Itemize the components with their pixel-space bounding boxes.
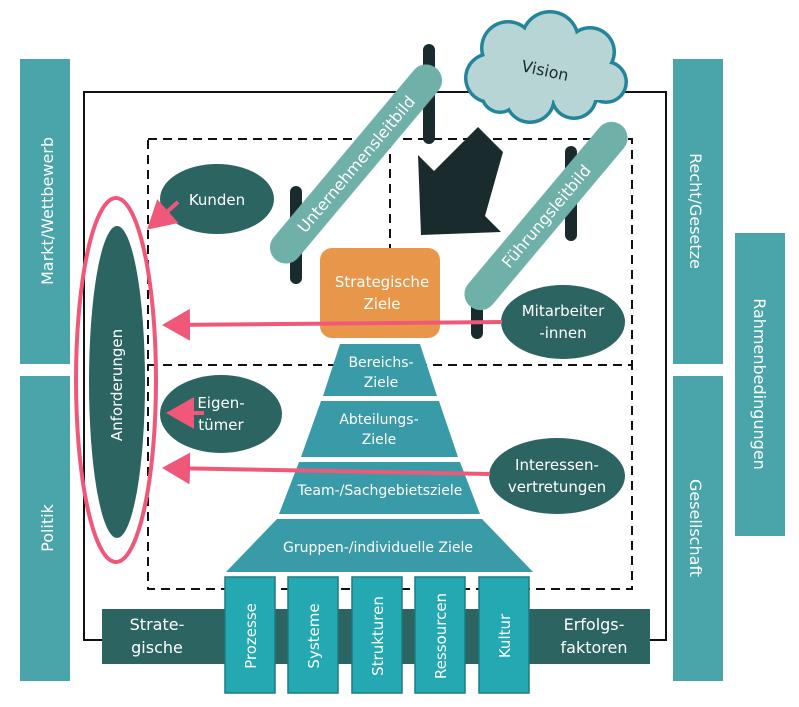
column-prozesse: Prozesse — [224, 576, 276, 694]
panel-gesellschaft: Gesellschaft — [673, 376, 723, 681]
panel-markt-label: Markt/Wettbewerb — [38, 137, 57, 285]
oval-mitarbeiter-line1: Mitarbeiter — [522, 302, 605, 320]
arrow-mitarbeiter — [162, 308, 503, 341]
panel-rahmen: Rahmenbedingungen — [735, 233, 785, 536]
pyramid-level-1-line1: Bereichs- — [348, 355, 413, 371]
bar-unternehmensleitbild-label: Unternehmensleitbild — [294, 92, 419, 236]
pyramid-level-4-label: Gruppen-/individuelle Ziele — [283, 540, 473, 556]
anforderungen-ring — [74, 196, 158, 564]
oval-eigentuemer-line1: Eigen- — [197, 394, 244, 412]
pyramid: Bereichs- Ziele Abteilungs- Ziele Team-/… — [226, 344, 533, 572]
panel-rahmen-label: Rahmenbedingungen — [750, 298, 769, 470]
anforderungen-oval: Anforderungen — [89, 226, 145, 538]
pyramid-level-4 — [226, 519, 533, 572]
bottom-left-line2: gische — [131, 638, 183, 657]
pyramid-level-2-line1: Abteilungs- — [339, 412, 418, 428]
pyramid-level-1-line2: Ziele — [364, 375, 399, 391]
panel-recht-label: Recht/Gesetze — [686, 153, 705, 269]
oval-kunden: Kunden — [160, 164, 274, 234]
column-ressourcen: Ressourcen — [414, 576, 466, 694]
bar-fuehrungsleitbild-label: Führungsleitbild — [498, 161, 595, 271]
panel-gesellschaft-label: Gesellschaft — [686, 479, 705, 577]
column-systeme: Systeme — [287, 576, 339, 694]
column-kultur: Kultur — [478, 576, 530, 694]
panel-politik-label: Politik — [38, 503, 57, 551]
column-ressourcen-label: Ressourcen — [432, 593, 450, 679]
column-strukturen: Strukturen — [351, 576, 403, 694]
oval-interessen-line1: Interessen- — [515, 456, 599, 474]
bottom-left-line1: Strate- — [130, 615, 185, 634]
vision-arrow — [418, 127, 503, 235]
strategic-goals-box: Strategische Ziele — [320, 248, 440, 338]
arrow-kunden — [147, 199, 180, 230]
oval-eigentuemer-line2: tümer — [198, 416, 244, 434]
strategic-goals-line1: Strategische — [335, 273, 429, 291]
pyramid-level-2-line2: Ziele — [362, 432, 397, 448]
bottom-right-line1: Erfolgs- — [564, 615, 625, 634]
oval-interessen: Interessen- vertretungen — [489, 438, 625, 514]
cloud-vision: Vision — [464, 10, 628, 124]
oval-mitarbeiter-line2: -innen — [539, 324, 586, 342]
panel-markt: Markt/Wettbewerb — [20, 59, 70, 364]
pyramid-level-3 — [279, 462, 480, 514]
column-kultur-label: Kultur — [496, 613, 514, 658]
bottom-columns: Prozesse Systeme Strukturen Ressourcen K… — [224, 576, 530, 694]
anforderungen-label: Anforderungen — [108, 329, 126, 441]
oval-eigentuemer: Eigen- tümer — [160, 375, 282, 453]
pyramid-level-1 — [323, 344, 437, 396]
column-prozesse-label: Prozesse — [242, 603, 260, 669]
oval-interessen-line2: vertretungen — [508, 478, 606, 496]
bottom-right-line2: faktoren — [561, 638, 628, 657]
panel-recht: Recht/Gesetze — [673, 59, 723, 364]
strategic-goals-line2: Ziele — [363, 295, 400, 313]
column-systeme-label: Systeme — [305, 603, 323, 668]
panel-politik: Politik — [20, 376, 70, 681]
column-strukturen-label: Strukturen — [369, 596, 387, 676]
pyramid-level-2 — [301, 401, 458, 457]
arrow-interessen — [162, 452, 491, 485]
pyramid-level-3-label: Team-/Sachgebietsziele — [297, 483, 463, 499]
oval-kunden-label: Kunden — [189, 191, 245, 209]
oval-mitarbeiter: Mitarbeiter -innen — [501, 285, 625, 359]
